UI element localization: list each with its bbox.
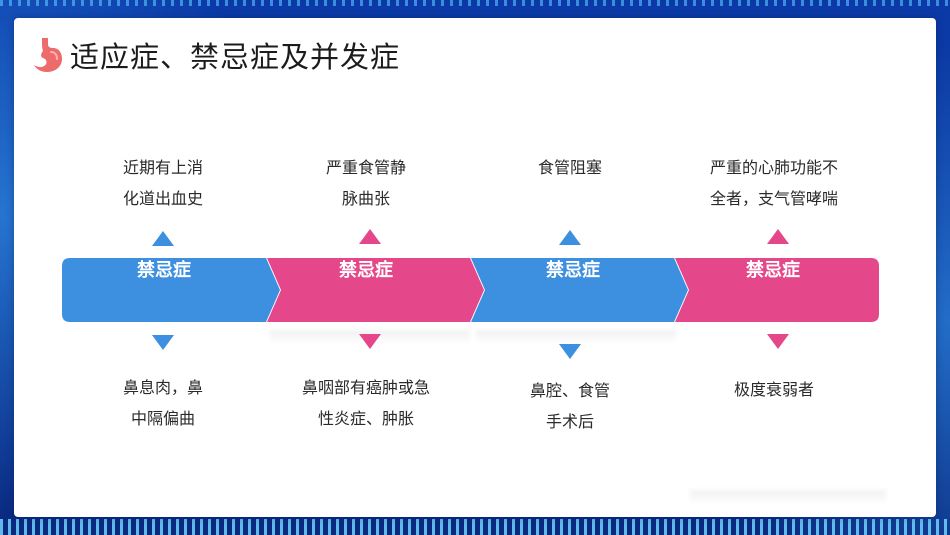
text-line: 严重的心肺功能不 [709,158,838,177]
text-line: 全者，支气管哮喘 [709,189,838,208]
decorative-top-ticks [0,0,950,6]
down-arrow-icon [359,334,381,349]
segment-4-shape [675,258,879,322]
page-title: 适应症、禁忌症及并发症 [70,40,401,74]
up-arrow-icon [152,231,174,246]
segment-1-top-text: 近期有上消 化道出血史 [73,152,253,214]
text-line: 近期有上消 [122,158,203,177]
segment-3-top-text: 食管阻塞 [480,152,660,183]
timeline-bar [62,258,879,322]
text-line: 中隔偏曲 [130,409,195,428]
up-arrow-icon [559,230,581,245]
text-line: 性炎症、肿胀 [317,409,414,428]
segment-1-label: 禁忌症 [137,260,191,281]
text-line: 鼻咽部有癌肿或急 [301,378,430,397]
segment-2-label: 禁忌症 [339,260,393,281]
down-arrow-icon [152,335,174,350]
decorative-shadow [690,490,886,504]
segment-1-shape [62,258,280,322]
text-line: 极度衰弱者 [733,380,814,399]
text-line: 鼻腔、食管 [529,381,610,400]
decorative-bottom-ticks [0,519,950,535]
text-line: 食管阻塞 [537,158,602,177]
segment-4-label: 禁忌症 [746,260,800,281]
up-arrow-icon [359,229,381,244]
decorative-shadow [476,330,676,344]
down-arrow-icon [767,334,789,349]
title-area: 适应症、禁忌症及并发症 [32,34,400,76]
segment-3-bottom-text: 鼻腔、食管 手术后 [480,375,660,437]
text-line: 脉曲张 [341,189,390,208]
segment-4-bottom-text: 极度衰弱者 [684,374,864,405]
segment-2-bottom-text: 鼻咽部有癌肿或急 性炎症、肿胀 [276,372,456,434]
down-arrow-icon [559,344,581,359]
segment-3-shape [471,258,688,322]
segment-3-label: 禁忌症 [546,260,600,281]
segment-2-shape [267,258,484,322]
stomach-icon [34,38,62,72]
text-line: 鼻息肉，鼻 [122,378,203,397]
text-line: 严重食管静 [325,158,406,177]
segment-1-bottom-text: 鼻息肉，鼻 中隔偏曲 [73,372,253,434]
text-line: 化道出血史 [122,189,203,208]
text-line: 手术后 [545,412,594,431]
segment-4-top-text: 严重的心肺功能不 全者，支气管哮喘 [684,152,864,214]
segment-2-top-text: 严重食管静 脉曲张 [276,152,456,214]
up-arrow-icon [767,229,789,244]
